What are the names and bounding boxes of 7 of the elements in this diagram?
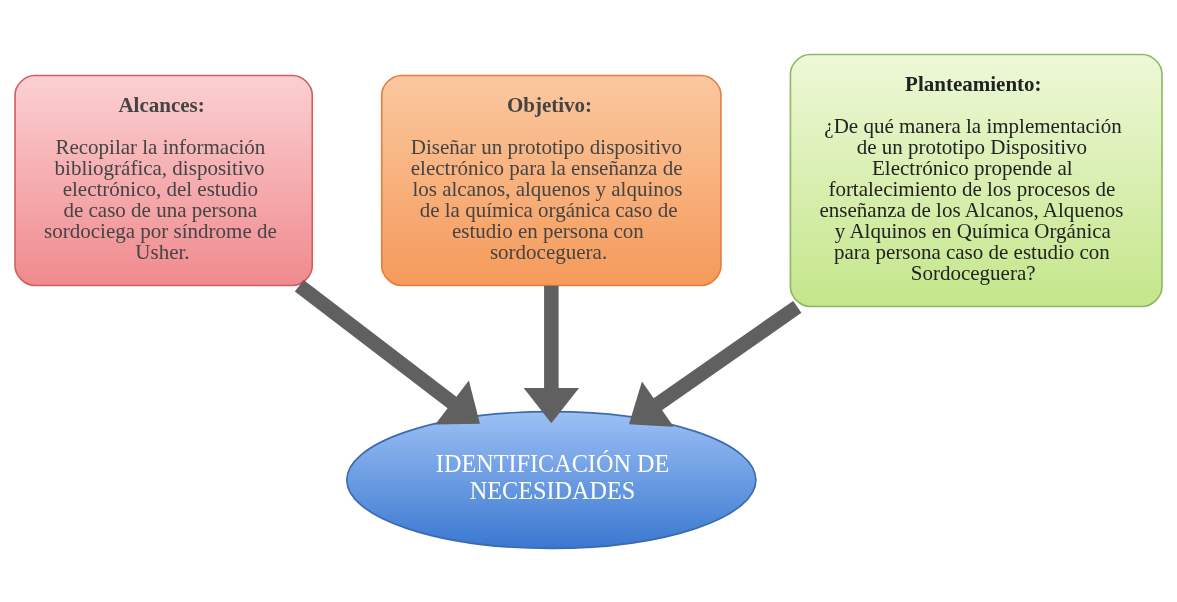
- node-box: Planteamiento: ¿De qué manera la implementación de un prototipo Dispositivo Electrónico propende al fortalecimiento de los procesos de enseñanza de los Alcanos, Alquenos y Alquinos en Química Orgánica para persona caso de estudio con Sordoceguera?: [789, 53, 1163, 307]
- arrow: [523, 285, 580, 423]
- node-box: Objetivo: Diseñar un prototipo dispositivo electrónico para la enseñanza de los alcanos, alquenos y alquinos de la química orgánica caso de estudio en persona con sordoceguera.: [380, 74, 722, 286]
- node-ellipse: IDENTIFICACIÓN DE NECESIDADES: [345, 410, 757, 549]
- node-box: Alcances: Recopilar la información bibliográfica, dispositivo electrónico, del estudio de caso de una persona sordociega por síndrome de Usher.: [14, 74, 314, 286]
- arrow: [628, 300, 802, 427]
- arrow: [294, 279, 480, 424]
